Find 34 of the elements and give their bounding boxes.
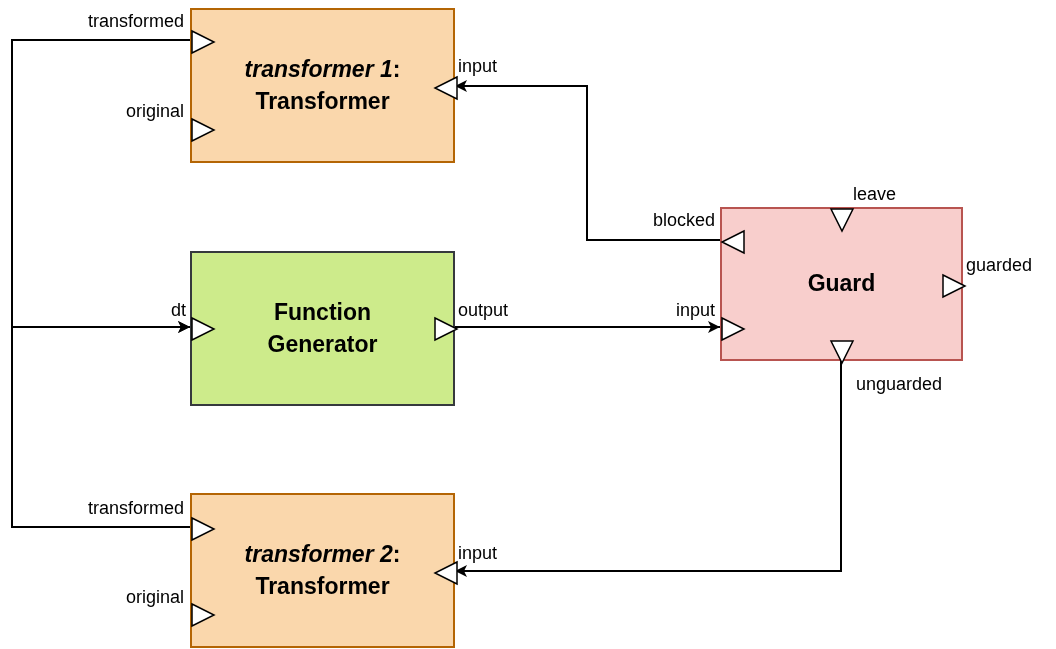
port-label: leave [853, 184, 897, 204]
port-triangle [943, 275, 965, 297]
block-box [190, 493, 455, 648]
block-title: Guard [807, 269, 876, 299]
port-triangle [435, 318, 457, 340]
arrow [454, 321, 721, 333]
port-label: input [458, 56, 498, 76]
arrow [11, 321, 191, 528]
port-label: blocked [652, 210, 715, 230]
port-triangle [831, 341, 853, 363]
port-triangle [831, 209, 853, 231]
port-label: input [675, 300, 715, 320]
port-triangle [435, 562, 457, 584]
block-box [190, 8, 455, 163]
port-label: output [458, 300, 509, 320]
port-label: dt [171, 300, 186, 320]
port-label: unguarded [856, 374, 943, 394]
port-label: guarded [966, 255, 1033, 275]
port-triangle [435, 77, 457, 99]
port-label: original [125, 101, 184, 121]
port-triangle [192, 119, 214, 141]
port-triangle [722, 231, 744, 253]
port-triangle [722, 318, 744, 340]
block-title: transformer 1: Transformer [243, 55, 402, 116]
block-title: transformer 2: Transformer [243, 540, 402, 601]
port-triangle [192, 31, 214, 53]
port-label: original [125, 587, 184, 607]
port-label: transformed [87, 498, 184, 518]
port-triangle [192, 318, 214, 340]
port-label: input [458, 543, 498, 563]
port-triangle [192, 604, 214, 626]
port-triangle [192, 518, 214, 540]
block-title: Function Generator [266, 298, 379, 359]
port-label: transformed [87, 11, 184, 31]
